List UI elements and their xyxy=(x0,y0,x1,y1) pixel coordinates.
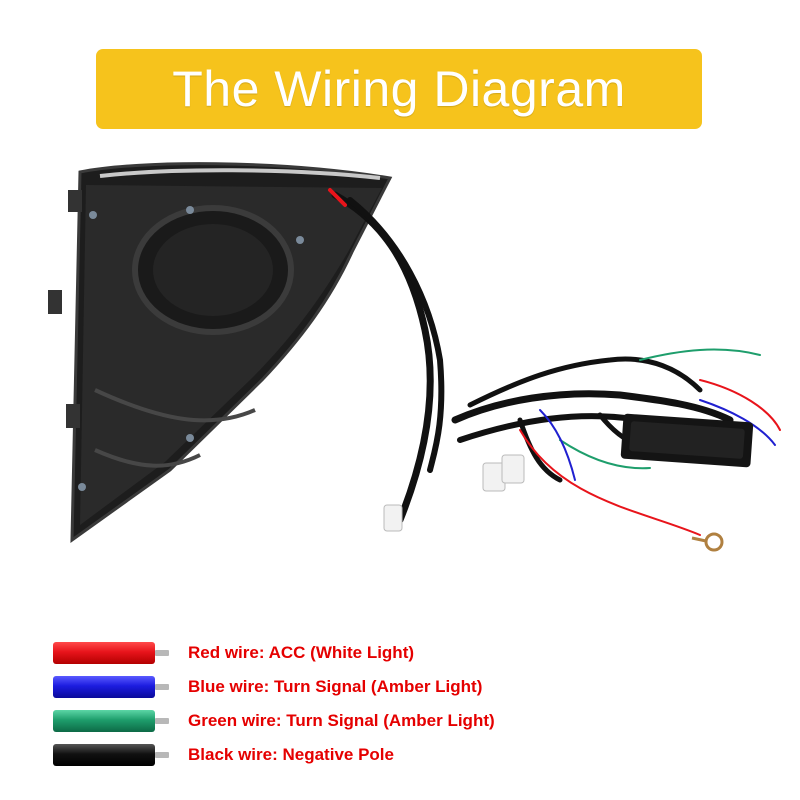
title-banner: The Wiring Diagram xyxy=(96,49,702,129)
wire-tip-icon xyxy=(155,752,169,758)
fog-light-housing xyxy=(48,162,393,543)
legend-item-blue: Blue wire: Turn Signal (Amber Light) xyxy=(40,670,600,704)
page-title: The Wiring Diagram xyxy=(172,61,626,117)
legend-label-black: Black wire: Negative Pole xyxy=(188,745,394,764)
wire-tip-icon xyxy=(155,650,169,656)
legend-item-red: Red wire: ACC (White Light) xyxy=(40,636,600,670)
legend-label-green: Green wire: Turn Signal (Amber Light) xyxy=(188,711,495,730)
green-wire-swatch xyxy=(53,710,155,732)
wire-tip-icon xyxy=(155,684,169,690)
wiring-harness xyxy=(328,188,781,536)
control-module xyxy=(620,413,754,468)
legend-item-green: Green wire: Turn Signal (Amber Light) xyxy=(40,704,600,738)
red-wire-swatch xyxy=(53,642,155,664)
black-wire-swatch xyxy=(53,744,155,766)
legend-item-black: Black wire: Negative Pole xyxy=(40,738,600,772)
legend-label-blue: Blue wire: Turn Signal (Amber Light) xyxy=(188,677,483,696)
wire-legend: Red wire: ACC (White Light) Blue wire: T… xyxy=(40,636,600,772)
wire-tip-icon xyxy=(155,718,169,724)
connectors xyxy=(383,454,724,552)
blue-wire-swatch xyxy=(53,676,155,698)
legend-label-red: Red wire: ACC (White Light) xyxy=(188,643,415,662)
